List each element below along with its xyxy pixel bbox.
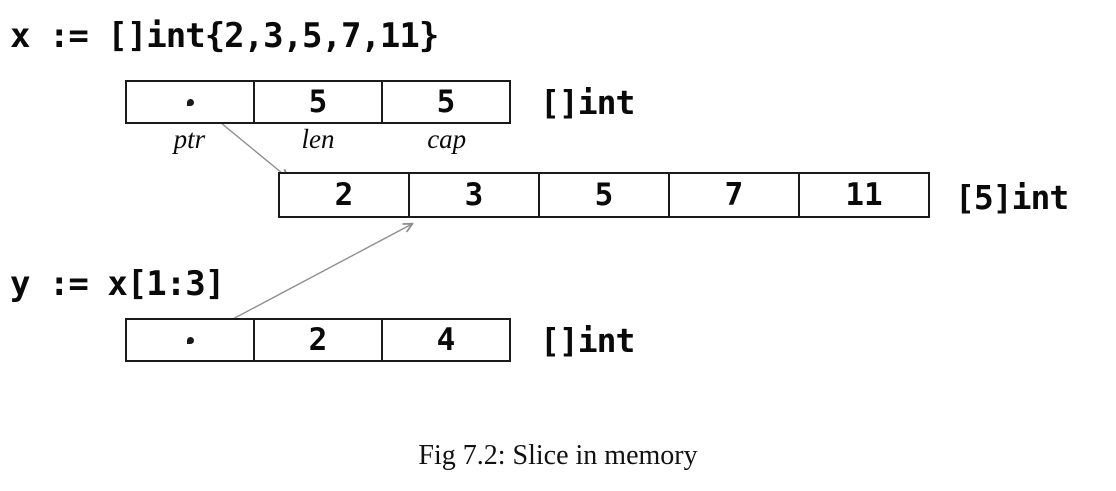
array-cell-1: 3	[410, 174, 540, 216]
slice-y-type-label: []int	[540, 321, 635, 360]
slice-x-type-label: []int	[540, 83, 635, 122]
ptr-field-label: ptr	[173, 124, 206, 154]
array-type-label: [5]int	[955, 178, 1069, 217]
array-cell-2: 5	[540, 174, 670, 216]
array-cell-4: 11	[845, 177, 883, 213]
slice-x-ptr-cell	[127, 82, 255, 122]
slice-x-len-cell: 5	[255, 82, 383, 122]
backing-array-box: 2 3 5 7 11	[278, 172, 930, 218]
array-cell-0: 2	[280, 174, 410, 216]
code-y-declaration: y := x[1:3]	[10, 264, 225, 304]
slice-x-cap-cell: 5	[436, 84, 456, 120]
figure-caption: Fig 7.2: Slice in memory	[418, 440, 698, 471]
slice-y-len-cell: 2	[255, 320, 383, 360]
slice-y-header-box: 2 4	[125, 318, 511, 362]
slice-x-field-labels: ptr len cap	[125, 124, 511, 155]
pointer-dot-icon	[186, 336, 194, 344]
code-x-declaration: x := []int{2,3,5,7,11}	[10, 16, 439, 56]
slice-x-header-box: 5 5	[125, 80, 511, 124]
array-cell-3: 7	[670, 174, 800, 216]
len-field-label: len	[301, 124, 335, 154]
pointer-dot-icon	[186, 98, 194, 106]
slice-y-cap-cell: 4	[436, 322, 456, 358]
slice-y-ptr-cell	[127, 320, 255, 360]
cap-field-label: cap	[427, 124, 467, 154]
